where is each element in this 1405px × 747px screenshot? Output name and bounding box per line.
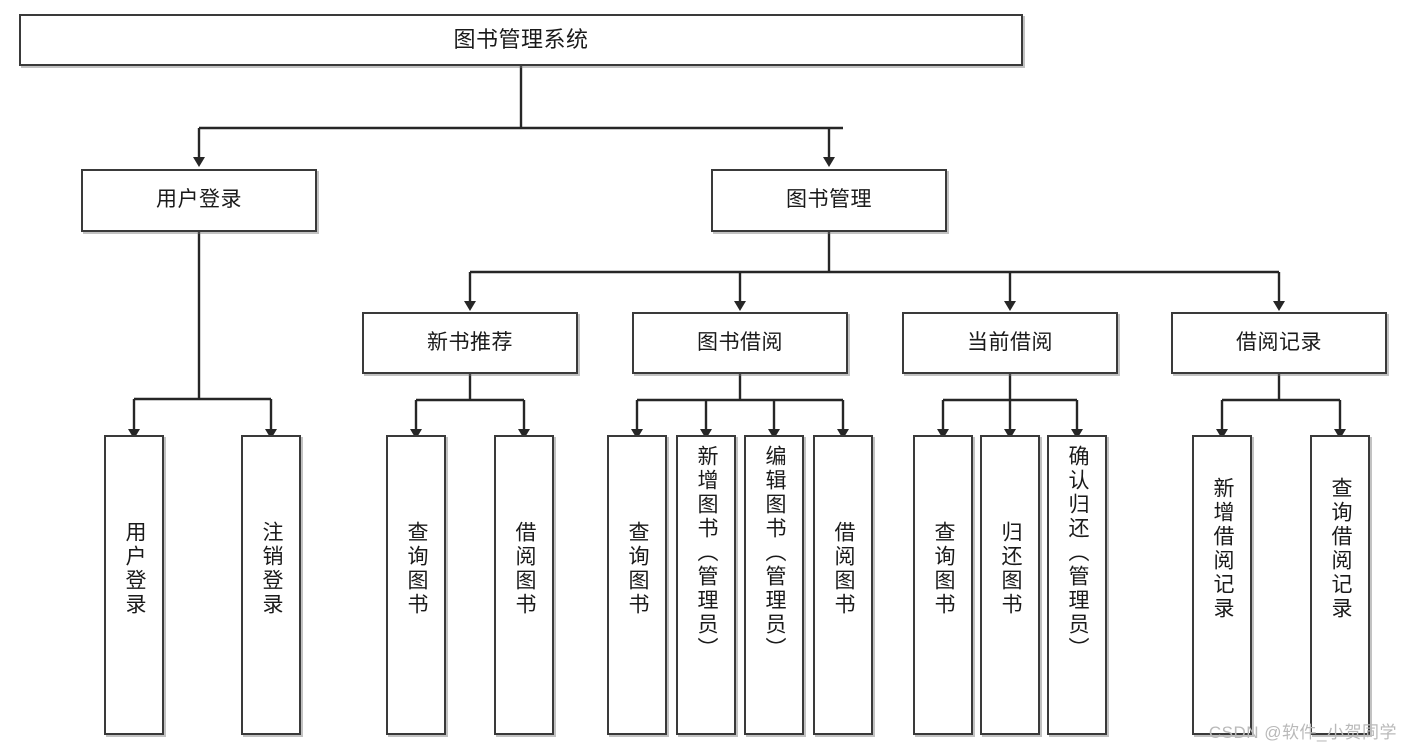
node-leaf-add-record[interactable]: 新增借阅记录 [1192,435,1252,735]
node-leaf-borrow-book-1-label: 借阅图书 [513,521,537,617]
node-book-manage-label: 图书管理 [786,188,872,212]
node-leaf-add-record-label: 新增借阅记录 [1211,477,1235,621]
node-current-borrow[interactable]: 当前借阅 [902,312,1118,374]
node-leaf-query-book-3[interactable]: 查询图书 [913,435,973,735]
node-new-book-recommend[interactable]: 新书推荐 [362,312,578,374]
node-leaf-return-book-label: 归还图书 [999,521,1023,617]
node-borrow-record[interactable]: 借阅记录 [1171,312,1387,374]
node-leaf-user-login[interactable]: 用户登录 [104,435,164,735]
node-leaf-logout[interactable]: 注销登录 [241,435,301,735]
node-user-login-label: 用户登录 [156,188,242,212]
node-leaf-borrow-book-2[interactable]: 借阅图书 [813,435,873,735]
node-leaf-query-book-1-label: 查询图书 [405,521,429,617]
node-new-book-recommend-label: 新书推荐 [427,330,513,354]
node-current-borrow-label: 当前借阅 [967,330,1053,354]
node-book-borrow[interactable]: 图书借阅 [632,312,848,374]
node-leaf-confirm-return-label: 确认归还（管理员） [1066,445,1090,661]
node-leaf-query-book-2[interactable]: 查询图书 [607,435,667,735]
node-leaf-return-book[interactable]: 归还图书 [980,435,1040,735]
watermark-text: CSDN @软件_小贺同学 [1208,723,1397,742]
node-root[interactable]: 图书管理系统 [19,14,1023,66]
node-leaf-query-record-label: 查询借阅记录 [1329,477,1353,621]
node-leaf-query-book-3-label: 查询图书 [932,521,956,617]
node-leaf-confirm-return[interactable]: 确认归还（管理员） [1047,435,1107,735]
node-leaf-add-book-label: 新增图书（管理员） [695,445,719,661]
node-leaf-query-record[interactable]: 查询借阅记录 [1310,435,1370,735]
node-borrow-record-label: 借阅记录 [1236,330,1322,354]
node-leaf-borrow-book-1[interactable]: 借阅图书 [494,435,554,735]
node-leaf-edit-book[interactable]: 编辑图书（管理员） [744,435,804,735]
node-leaf-add-book[interactable]: 新增图书（管理员） [676,435,736,735]
node-book-manage[interactable]: 图书管理 [711,169,947,232]
node-user-login[interactable]: 用户登录 [81,169,317,232]
node-leaf-borrow-book-2-label: 借阅图书 [832,521,856,617]
node-leaf-logout-label: 注销登录 [260,521,284,617]
node-leaf-query-book-2-label: 查询图书 [626,521,650,617]
node-root-label: 图书管理系统 [453,27,589,53]
node-book-borrow-label: 图书借阅 [697,330,783,354]
node-leaf-edit-book-label: 编辑图书（管理员） [763,445,787,661]
node-leaf-query-book-1[interactable]: 查询图书 [386,435,446,735]
node-leaf-user-login-label: 用户登录 [123,521,147,617]
